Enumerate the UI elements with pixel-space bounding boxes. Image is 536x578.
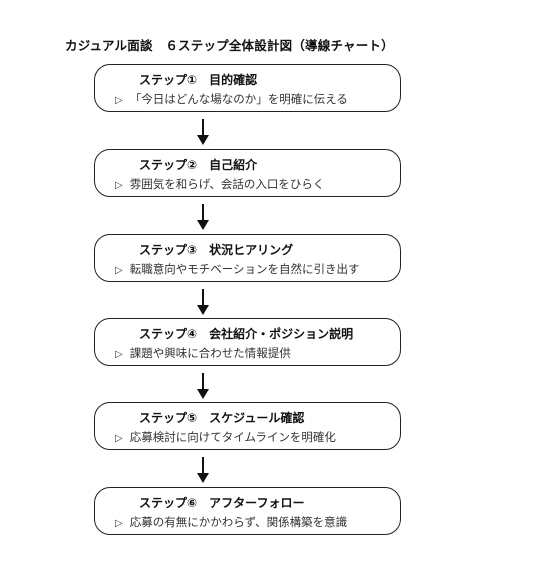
down-arrow-icon (197, 373, 209, 399)
down-arrow-icon (197, 289, 209, 315)
step-label: ステップ⑥ (139, 496, 198, 510)
hollow-right-triangle-icon: ▷ (115, 349, 123, 360)
step-description: 「今日はどんな場なのか」を明確に伝える (129, 92, 348, 106)
hollow-right-triangle-icon: ▷ (115, 265, 123, 276)
step-label: ステップ④ (139, 327, 198, 341)
step-desc-2: ▷ 雰囲気を和らげ、会話の入口をひらく (115, 176, 324, 192)
step-label: ステップ① (139, 73, 198, 87)
step-description: 雰囲気を和らげ、会話の入口をひらく (129, 177, 325, 191)
step-title-4: ステップ④ 会社紹介・ポジション説明 (139, 325, 353, 342)
hollow-right-triangle-icon: ▷ (115, 518, 123, 529)
step-box-2: ステップ② 自己紹介 ▷ 雰囲気を和らげ、会話の入口をひらく (94, 149, 401, 197)
step-box-1: ステップ① 目的確認 ▷ 「今日はどんな場なのか」を明確に伝える (94, 64, 401, 112)
step-description: 転職意向やモチベーションを自然に引き出す (129, 262, 360, 276)
step-title-2: ステップ② 自己紹介 (139, 156, 257, 173)
down-arrow-icon (197, 457, 209, 483)
hollow-right-triangle-icon: ▷ (115, 95, 123, 106)
step-label: ステップ② (139, 158, 198, 172)
page-title: カジュアル面談 ６ステップ全体設計図（導線チャート） (65, 38, 394, 53)
step-label: ステップ③ (139, 243, 198, 257)
step-name: アフターフォロー (209, 496, 305, 510)
step-desc-5: ▷ 応募検討に向けてタイムラインを明確化 (115, 429, 336, 445)
step-desc-6: ▷ 応募の有無にかかわらず、関係構築を意識 (115, 514, 347, 530)
step-name: 状況ヒアリング (209, 243, 294, 257)
step-box-3: ステップ③ 状況ヒアリング ▷ 転職意向やモチベーションを自然に引き出す (94, 234, 401, 282)
down-arrow-icon (197, 204, 209, 230)
step-title-3: ステップ③ 状況ヒアリング (139, 241, 293, 258)
step-desc-3: ▷ 転職意向やモチベーションを自然に引き出す (115, 261, 359, 277)
step-title-5: ステップ⑤ スケジュール確認 (139, 409, 304, 426)
step-name: 会社紹介・ポジション説明 (209, 327, 354, 341)
step-box-6: ステップ⑥ アフターフォロー ▷ 応募の有無にかかわらず、関係構築を意識 (94, 487, 401, 535)
step-description: 課題や興味に合わせた情報提供 (129, 346, 291, 360)
hollow-right-triangle-icon: ▷ (115, 180, 123, 191)
step-title-1: ステップ① 目的確認 (139, 71, 257, 88)
step-name: スケジュール確認 (209, 411, 305, 425)
step-desc-1: ▷ 「今日はどんな場なのか」を明確に伝える (115, 91, 348, 107)
step-desc-4: ▷ 課題や興味に合わせた情報提供 (115, 345, 291, 361)
step-name: 目的確認 (209, 73, 258, 87)
step-box-4: ステップ④ 会社紹介・ポジション説明 ▷ 課題や興味に合わせた情報提供 (94, 318, 401, 366)
step-description: 応募の有無にかかわらず、関係構築を意識 (129, 515, 348, 529)
hollow-right-triangle-icon: ▷ (115, 433, 123, 444)
step-box-5: ステップ⑤ スケジュール確認 ▷ 応募検討に向けてタイムラインを明確化 (94, 402, 401, 450)
step-name: 自己紹介 (209, 158, 258, 172)
down-arrow-icon (197, 119, 209, 145)
step-title-6: ステップ⑥ アフターフォロー (139, 494, 304, 511)
step-description: 応募検討に向けてタイムラインを明確化 (129, 430, 336, 444)
step-label: ステップ⑤ (139, 411, 198, 425)
